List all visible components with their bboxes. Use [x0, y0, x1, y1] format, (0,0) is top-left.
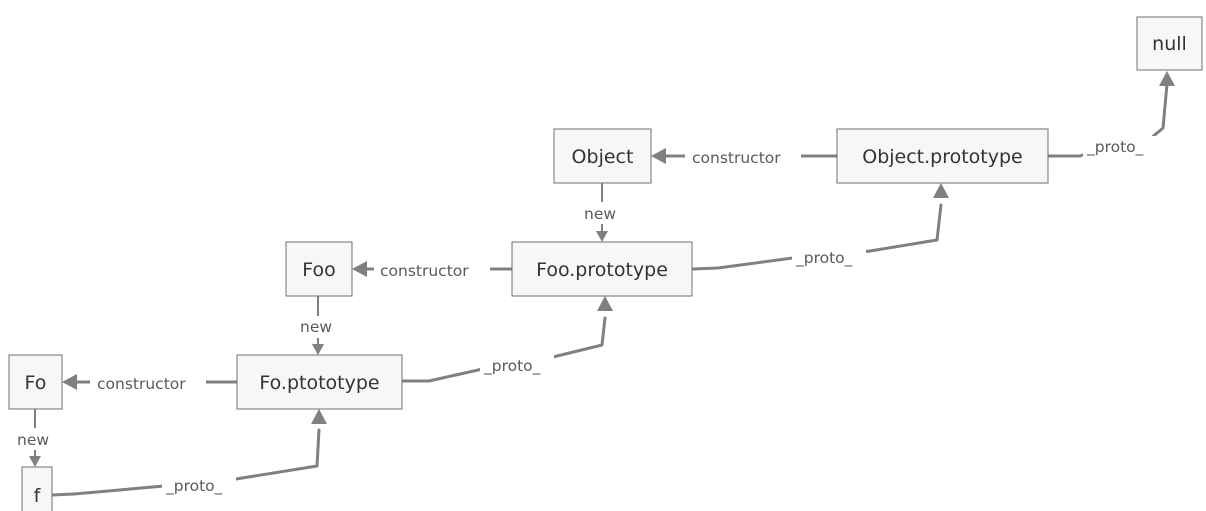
edge-label-proto: _proto_: [1086, 138, 1144, 157]
edge-object-prototype-to-null: _proto_: [1047, 71, 1175, 158]
node-label: Object.prototype: [862, 146, 1023, 168]
edge-label-new: new: [17, 431, 49, 449]
arrowhead: [597, 296, 613, 311]
arrowhead: [933, 183, 949, 198]
edge-label-constructor: constructor: [380, 262, 469, 280]
edge-label-background: [685, 146, 801, 168]
edge-label-background: [13, 428, 57, 450]
arrowhead: [312, 344, 324, 355]
edge-object-prototype-to-object: constructor: [651, 146, 839, 168]
edge-fo-ptototype-to-fo: constructor: [62, 372, 238, 394]
edge-label-constructor: constructor: [97, 375, 186, 393]
arrowhead: [651, 148, 666, 164]
node-box: [236, 354, 403, 410]
edge-label-background: [90, 372, 206, 394]
node-box: [553, 128, 652, 184]
edge-f-to-fo-ptototype: _proto_: [50, 409, 327, 497]
arrowhead: [311, 409, 327, 424]
node-label: Object: [572, 146, 634, 168]
edge-object-to-foo-prototype: new: [580, 183, 624, 242]
edge-label-background: [296, 316, 340, 338]
node-label: f: [34, 485, 42, 507]
arrowhead: [1159, 71, 1175, 86]
edge-label-constructor: constructor: [692, 149, 781, 167]
edge-label-new: new: [300, 318, 332, 336]
node-label: null: [1152, 33, 1187, 55]
node-label: Foo.prototype: [536, 259, 668, 281]
node-foo-prototype: Foo.prototype: [511, 241, 693, 297]
edge-fo-ptototype-to-foo-prototype: _proto_: [400, 296, 613, 383]
edge-label-background: [480, 355, 554, 377]
node-box: [21, 466, 53, 511]
edge-label-new: new: [584, 205, 616, 223]
node-fo: Fo: [8, 354, 63, 410]
node-object-prototype: Object.prototype: [836, 128, 1049, 184]
edge-label-background: [1083, 136, 1157, 158]
edge-label-background: [162, 475, 236, 497]
edge-foo-to-fo-ptototype: new: [296, 295, 340, 355]
edge-label-proto: _proto_: [483, 357, 541, 376]
node-label: Foo: [302, 259, 336, 281]
node-box: [836, 128, 1049, 184]
edge-label-background: [580, 202, 624, 224]
edge-foo-prototype-to-foo: constructor: [352, 259, 514, 281]
node-box: [285, 241, 353, 297]
node-fo-ptototype: Fo.ptototype: [236, 354, 403, 410]
node-foo: Foo: [285, 241, 353, 297]
node-label: Fo.ptototype: [259, 372, 379, 394]
node-object: Object: [553, 128, 652, 184]
node-box: [511, 241, 693, 297]
arrowhead: [29, 456, 41, 467]
edge-label-background: [374, 259, 490, 281]
node-label: Fo: [25, 372, 47, 394]
edge-label-proto: _proto_: [795, 249, 853, 268]
arrowhead: [352, 261, 367, 277]
arrowhead: [62, 374, 77, 390]
node-f: f: [21, 466, 53, 511]
edge-label-background: [792, 246, 866, 268]
edge-label-proto: _proto_: [165, 477, 223, 496]
node-box: [8, 354, 63, 410]
edge-fo-to-f: new: [13, 409, 57, 467]
edge-foo-prototype-to-object-prototype: _proto_: [690, 183, 949, 271]
node-null: null: [1136, 16, 1203, 71]
arrowhead: [596, 231, 608, 242]
node-box: [1136, 16, 1203, 71]
